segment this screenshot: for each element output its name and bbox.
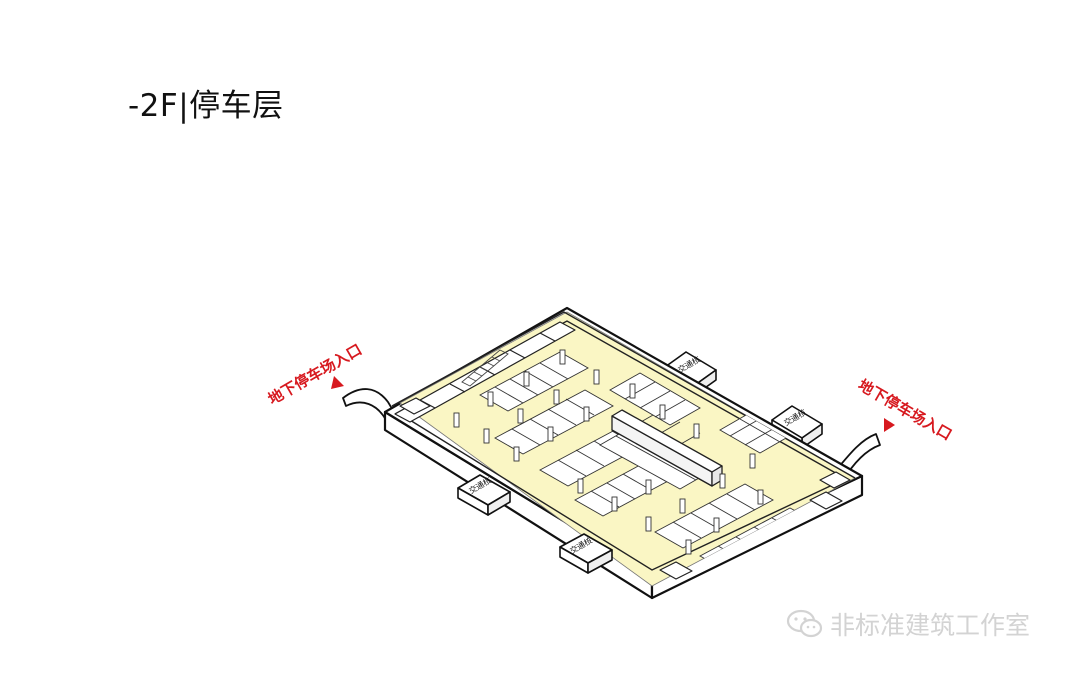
structural-columns (453, 349, 764, 555)
core-block-south (559, 533, 613, 574)
watermark: 非标准建筑工作室 (786, 606, 1030, 642)
wechat-icon (786, 609, 823, 638)
stair-icon (461, 349, 509, 387)
core-block-west (457, 474, 511, 516)
page-title: -2F|停车层 (128, 88, 284, 124)
entrance-label-right: 地下停车场入口 (855, 376, 955, 444)
bay-group-5 (654, 483, 774, 549)
bay-group-1 (479, 351, 589, 412)
entrance-arrow-right (884, 418, 895, 432)
central-island (611, 409, 723, 487)
corner-rooms (399, 397, 851, 580)
entrance-arrow-left (331, 376, 344, 389)
watermark-text: 非标准建筑工作室 (830, 611, 1031, 640)
